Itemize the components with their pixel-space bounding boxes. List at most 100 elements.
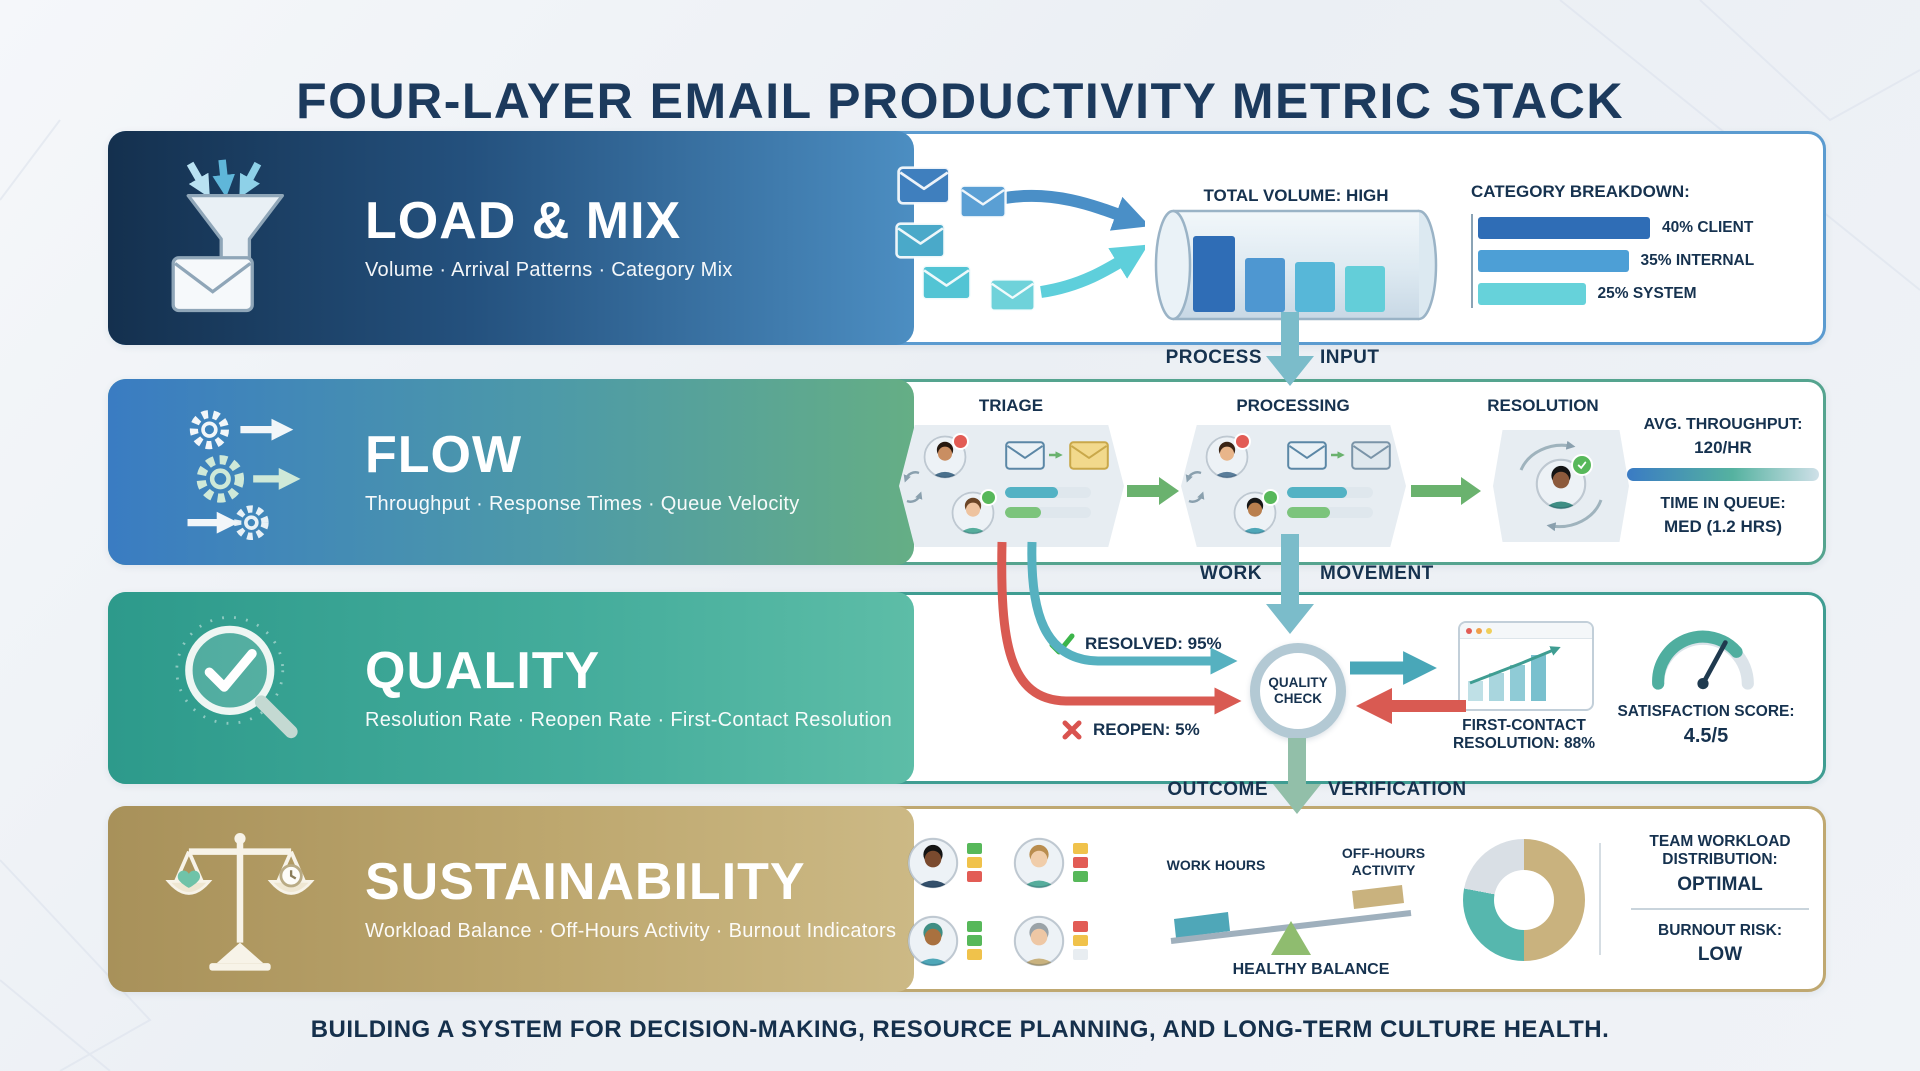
team-member-avatar [1013,837,1065,889]
balance-scale-icon [152,814,327,984]
fcr-line2: RESOLUTION: 88% [1452,735,1596,753]
distribution-line2: DISTRIBUTION: [1662,851,1778,869]
healthy-balance-label: HEALTHY BALANCE [1232,961,1390,978]
cycle-arrows-icon [1185,471,1205,503]
quality-check-line2: CHECK [1273,691,1322,706]
magnifier-check-icon [152,603,327,773]
status-dot-red [952,433,969,450]
email-step-arrow [1331,451,1345,459]
stage-arrow-right [1411,477,1481,505]
quality-check-line1: QUALITY [1268,675,1328,691]
balance-seesaw [1170,885,1412,955]
member-status-squares [1073,921,1088,963]
fcr-line1: FIRST-CONTACT [1462,717,1586,734]
connector-work-right: MOVEMENT [1320,563,1434,584]
connector-outcome-right: VERIFICATION [1328,779,1467,800]
layer-title-sustainability: SUSTAINABILITY [365,852,806,911]
email-icon [1287,441,1327,470]
burnout-value: LOW [1697,944,1743,966]
layer-sustainability-panel: SUSTAINABILITY Workload Balance · Off-Ho… [108,806,914,992]
breakdown-row-client: 40% CLIENT [1478,217,1821,240]
status-dot-green [1262,489,1279,506]
gears-flow-icon [152,387,327,557]
layer-load-mix-panel: LOAD & MIX Volume · Arrival Patterns · C… [108,131,914,345]
email-icon [1351,441,1391,470]
layer-flow-row: FLOW Throughput · Response Times · Queue… [108,379,1826,565]
category-breakdown-bars: 40% CLIENT 35% INTERNAL 25% SYSTEM [1471,214,1821,309]
x-icon [1062,720,1082,740]
queue-progress-bar [1287,487,1373,498]
workload-donut [1463,839,1585,961]
check-icon [1049,633,1075,655]
connector-process-right: INPUT [1320,347,1380,368]
email-icon [1005,441,1045,470]
queue-progress-bar [1005,487,1091,498]
footer-tagline: BUILDING A SYSTEM FOR DECISION-MAKING, R… [310,1016,1610,1043]
member-status-squares [967,843,982,885]
resolution-stage-hexagon [1493,430,1629,542]
stage-label-triage: TRIAGE [978,396,1044,415]
distribution-line1: TEAM WORKLOAD [1649,833,1791,850]
funnel-intake-icon [152,153,327,323]
queue-time-value: MED (1.2 HRS) [1663,516,1783,536]
layer-load-mix-row: LOAD & MIX Volume · Arrival Patterns · C… [108,131,1826,345]
page-title: FOUR-LAYER EMAIL PRODUCTIVITY METRIC STA… [296,72,1624,129]
cycle-arrows-icon [1519,440,1603,532]
member-status-squares [967,921,982,963]
incoming-envelopes-illustration [895,166,1145,312]
breakdown-label-internal: 35% INTERNAL [1640,251,1755,269]
work-hours-label: WORK HOURS [1166,857,1266,873]
trend-chart-icon [1458,621,1594,711]
satisfaction-value: 4.5/5 [1683,725,1729,748]
agent-avatar [923,433,969,479]
category-breakdown-chart: CATEGORY BREAKDOWN: 40% CLIENT 35% INTER… [1471,182,1821,309]
connector-process-left: PROCESS [1165,347,1262,368]
breakdown-bar-system [1478,283,1586,306]
metric-separator [1631,907,1809,910]
breakdown-bar-internal [1478,250,1629,273]
connector-outcome-left: OUTCOME [1167,779,1268,800]
email-step-arrow [1049,451,1063,459]
layer-subtitle-sustainability: Workload Balance · Off-Hours Activity · … [365,919,897,942]
stage-arrow-right [1127,477,1179,505]
stage-label-resolution: RESOLUTION [1487,396,1599,415]
layer-quality-panel: QUALITY Resolution Rate · Reopen Rate · … [108,592,914,784]
distribution-value: OPTIMAL [1677,873,1763,895]
email-icon-flagged [1069,441,1109,470]
layer-title-quality: QUALITY [365,641,601,700]
intake-cylinder-chart [1154,209,1438,321]
breakdown-row-system: 25% SYSTEM [1478,283,1821,306]
throughput-value: 120/HR [1694,437,1752,457]
queue-progress-bar [1287,507,1373,518]
satisfaction-gauge [1652,630,1754,690]
layer-subtitle-load-mix: Volume · Arrival Patterns · Category Mix [365,258,733,281]
cycle-arrows-icon [903,471,923,503]
agent-avatar-resolved [1535,454,1593,510]
member-status-squares [1073,843,1088,885]
agent-avatar [1233,489,1279,535]
metrics-divider [1599,843,1601,955]
chart-window-header [1460,623,1592,639]
layer-title-load-mix: LOAD & MIX [365,191,682,250]
breakdown-bar-client [1478,217,1650,240]
quality-check-node: QUALITY CHECK [1250,643,1346,739]
queue-progress-bar [1005,507,1091,518]
status-dot-red [1234,433,1251,450]
satisfaction-label: SATISFACTION SCORE: [1617,703,1795,720]
sustainability-metrics: TEAM WORKLOAD DISTRIBUTION: OPTIMAL BURN… [1617,833,1823,967]
team-member-avatar [907,837,959,889]
team-member-avatar [907,915,959,967]
resolved-metric: RESOLVED: 95% [1049,631,1222,657]
status-dot-green [980,489,997,506]
queue-time-label: TIME IN QUEUE: [1660,494,1786,512]
layer-sustainability-row: SUSTAINABILITY Workload Balance · Off-Ho… [108,806,1826,992]
throughput-gauge-bar [1627,467,1819,481]
category-breakdown-title: CATEGORY BREAKDOWN: [1471,182,1690,201]
layer-flow-panel: FLOW Throughput · Response Times · Queue… [108,379,914,565]
total-volume-label: TOTAL VOLUME: HIGH [1203,186,1389,205]
layer-subtitle-flow: Throughput · Response Times · Queue Velo… [365,492,800,515]
breakdown-label-system: 25% SYSTEM [1597,284,1697,302]
triage-stage-hexagon [899,425,1124,547]
trend-chart-bars [1468,646,1561,701]
